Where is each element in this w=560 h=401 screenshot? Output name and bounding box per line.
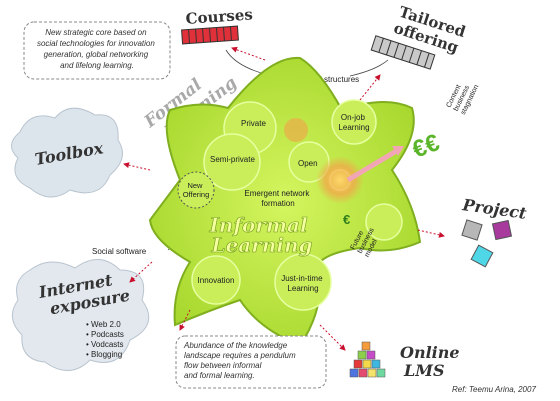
euro-small: € [343, 212, 350, 227]
just-in-time-label: Just-in-time Learning [281, 274, 325, 293]
courses-label: Courses [185, 5, 253, 28]
tailored-offering-icon [370, 35, 436, 70]
informal-learning-label: Informal Learning [208, 213, 314, 257]
new-offering-bubble [177, 171, 215, 209]
semi-private-label: Semi-private [210, 155, 255, 164]
reference-text: Ref: Teemu Arina, 2007 [452, 385, 536, 394]
content-stagnation-label: Content business stagnation [446, 77, 481, 116]
toolbox-cloud [11, 107, 123, 198]
open-label: Open [298, 159, 318, 168]
social-software-label: Social software [92, 247, 147, 256]
semi-private-bubble [203, 133, 261, 191]
just-in-time-bubble [274, 253, 332, 311]
bottom-box [175, 335, 327, 389]
emergent-network-label: Emergent network formation [244, 189, 311, 208]
on-job-bubble [331, 99, 377, 145]
innovation-label: Innovation [198, 276, 235, 285]
intro-text: New strategic core based on social techn… [37, 28, 157, 70]
bottom-box-text: Abundance of the knowledge landscape req… [183, 341, 298, 380]
internet-exposure-label: Internet exposure [36, 268, 131, 320]
euro-big: €€ [409, 129, 443, 164]
internet-items: • Web 2.0 • Podcasts • Vodcasts • Bloggi… [86, 320, 126, 359]
glow-small [284, 118, 308, 142]
innovation-bubble [191, 255, 241, 305]
future-model-label: Future business model [350, 222, 384, 259]
project-icon [461, 219, 513, 268]
glow-large [316, 156, 364, 204]
online-lms-label: Online LMS [400, 343, 465, 380]
private-label: Private [241, 119, 266, 128]
edge-bubble [365, 203, 403, 241]
internet-cloud [11, 259, 150, 371]
online-lms-icon [349, 341, 386, 378]
on-job-label: On-job Learning [338, 113, 369, 132]
stagnation-arrow [346, 147, 400, 183]
project-label: Project [460, 195, 528, 223]
courses-icon [181, 25, 239, 45]
new-offering-label: New Offering [183, 181, 210, 199]
intro-box [23, 21, 171, 80]
